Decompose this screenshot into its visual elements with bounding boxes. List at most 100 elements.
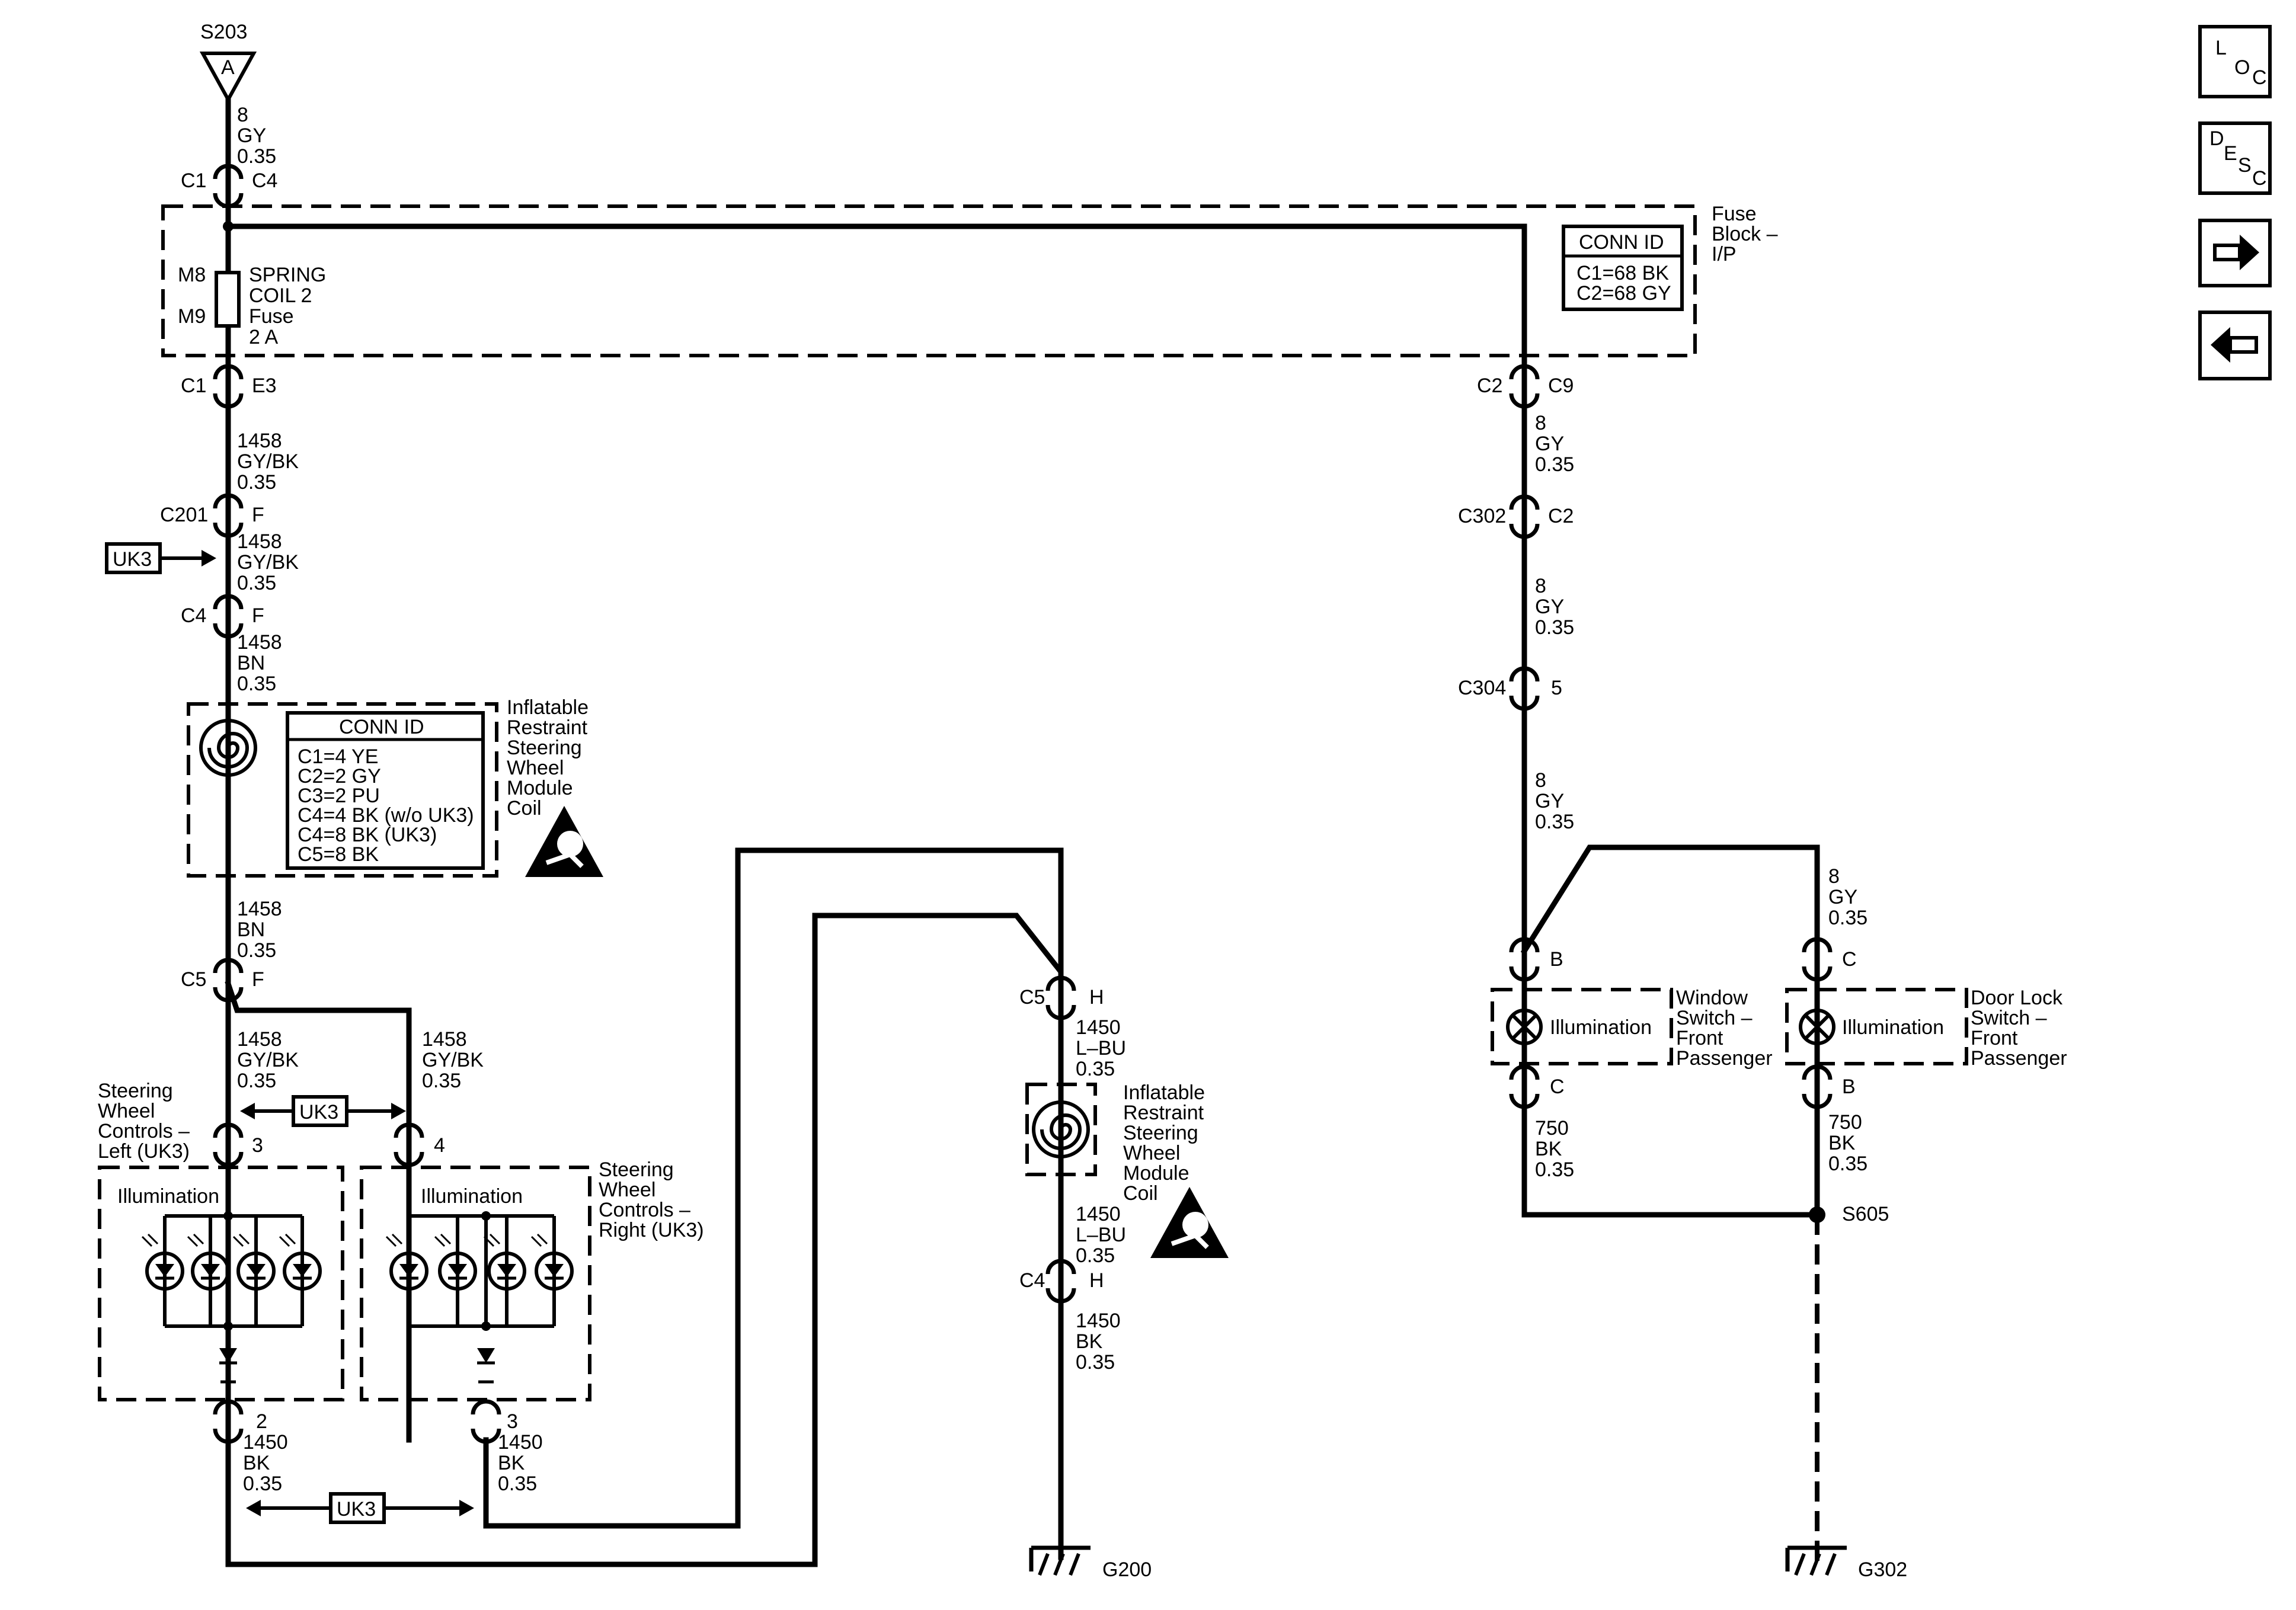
fuse-block-conn-id: CONN ID C1=68 BK C2=68 GY [1562, 225, 1684, 311]
svg-text:BN: BN [237, 652, 265, 674]
svg-text:C1=68 BK: C1=68 BK [1576, 262, 1669, 284]
svg-text:Inflatable: Inflatable [1123, 1081, 1205, 1104]
svg-text:GY: GY [1828, 886, 1857, 908]
wire-label-750-left: 750 BK 0.35 [1535, 1117, 1574, 1181]
led-icon [280, 1234, 320, 1289]
svg-text:C5: C5 [181, 968, 206, 991]
svg-text:F: F [252, 604, 264, 627]
svg-text:BK: BK [498, 1452, 525, 1474]
svg-text:8: 8 [1535, 412, 1546, 434]
svg-text:0.35: 0.35 [237, 572, 276, 594]
svg-text:8: 8 [237, 104, 248, 126]
svg-text:1450: 1450 [498, 1431, 543, 1454]
desc-button[interactable]: D E S C [2198, 121, 2272, 195]
svg-text:C4=4 BK (w/o UK3): C4=4 BK (w/o UK3) [298, 804, 474, 827]
svg-text:Switch –: Switch – [1971, 1007, 2047, 1029]
connector-c1-e3: C1 E3 [181, 366, 277, 406]
svg-text:8: 8 [1535, 575, 1546, 597]
svg-text:1450: 1450 [1076, 1310, 1121, 1332]
svg-text:1458: 1458 [237, 631, 282, 654]
svg-text:8: 8 [1828, 865, 1840, 888]
svg-text:COIL 2: COIL 2 [249, 284, 312, 307]
svg-text:F: F [252, 968, 264, 991]
svg-text:Controls –: Controls – [98, 1120, 190, 1142]
led-icon [142, 1234, 183, 1289]
svg-text:BK: BK [243, 1452, 270, 1474]
connector-c302: C302 C2 [1458, 497, 1574, 537]
svg-text:C4: C4 [252, 169, 277, 192]
svg-text:D: D [2209, 127, 2224, 150]
connector-c1-c4: C1 C4 [181, 166, 277, 206]
wire-label-1450-right: 1450 BK 0.35 [498, 1431, 543, 1495]
diode-icon [219, 1348, 237, 1363]
svg-text:0.35: 0.35 [237, 1070, 276, 1092]
svg-text:1450: 1450 [243, 1431, 288, 1454]
wire-label-8-d: 8 GY 0.35 [1828, 865, 1868, 929]
svg-text:0.35: 0.35 [237, 673, 276, 695]
svg-text:0.35: 0.35 [422, 1070, 461, 1092]
svg-text:C1: C1 [181, 375, 206, 397]
led-icon [435, 1234, 475, 1289]
wire-label-8-a: 8 GY 0.35 [1535, 412, 1574, 476]
svg-text:C: C [2252, 66, 2267, 89]
svg-text:Steering: Steering [98, 1080, 173, 1102]
svg-text:Switch –: Switch – [1676, 1007, 1753, 1029]
svg-text:BN: BN [237, 918, 265, 941]
svg-text:F: F [252, 504, 264, 526]
coil-conn-id: CONN ID C1=4 YE C2=2 GY C3=2 PU C4=4 BK … [286, 711, 485, 870]
svg-text:Door Lock: Door Lock [1971, 987, 2063, 1009]
svg-text:Module: Module [507, 777, 573, 799]
diode-icon [477, 1348, 495, 1363]
svg-text:CONN ID: CONN ID [339, 716, 424, 738]
svg-text:Coil: Coil [1123, 1182, 1158, 1205]
svg-text:Steering: Steering [1123, 1122, 1198, 1144]
svg-text:Illumination: Illumination [1550, 1016, 1652, 1039]
svg-text:0.35: 0.35 [243, 1473, 282, 1495]
svg-text:Fuse: Fuse [1712, 203, 1757, 225]
svg-text:0.35: 0.35 [1535, 616, 1574, 639]
svg-text:1458: 1458 [422, 1028, 467, 1051]
connector-c4-f: C4 F [181, 596, 264, 636]
led-icon [234, 1234, 274, 1289]
svg-text:0.35: 0.35 [237, 145, 276, 168]
wire-label-8-c: 8 GY 0.35 [1535, 769, 1574, 833]
wire-label-1450-lbu-b: 1450 L–BU 0.35 [1076, 1203, 1126, 1267]
svg-text:C5: C5 [1019, 986, 1045, 1009]
illumination-label: Illumination [421, 1185, 523, 1208]
wire-label-750-right: 750 BK 0.35 [1828, 1111, 1868, 1175]
svg-text:3: 3 [507, 1410, 518, 1433]
previous-button[interactable] [2198, 311, 2272, 380]
connector-c304: C304 5 [1458, 668, 1562, 709]
svg-text:Left (UK3): Left (UK3) [98, 1140, 190, 1163]
svg-text:Fuse: Fuse [249, 305, 294, 328]
led-icon [484, 1234, 525, 1289]
svg-text:GY: GY [1535, 790, 1564, 812]
swc-left: Steering Wheel Controls – Left (UK3) 3 I… [98, 1080, 344, 1442]
next-button[interactable] [2198, 219, 2272, 287]
svg-text:C: C [1842, 948, 1857, 971]
connector-c4-h: C4 H [1019, 1261, 1104, 1301]
loc-button[interactable]: L O C [2198, 25, 2272, 98]
svg-text:M8: M8 [178, 264, 206, 286]
svg-text:4: 4 [434, 1134, 445, 1157]
svg-text:Steering: Steering [507, 737, 582, 759]
led-icon [532, 1234, 572, 1289]
wire-label-1458-right: 1458 GY/BK 0.35 [422, 1028, 484, 1092]
svg-text:Inflatable: Inflatable [507, 696, 589, 719]
svg-text:C4: C4 [1019, 1269, 1045, 1292]
svg-text:0.35: 0.35 [1828, 907, 1868, 929]
airbag-warning-icon [1150, 1187, 1229, 1258]
svg-text:Restraint: Restraint [507, 716, 588, 739]
connector-c5-f: C5 F [181, 960, 264, 1000]
svg-text:GY: GY [1535, 433, 1564, 455]
svg-text:GY/BK: GY/BK [237, 450, 299, 473]
svg-text:0.35: 0.35 [1828, 1153, 1868, 1175]
svg-text:0.35: 0.35 [1535, 453, 1574, 476]
svg-text:Front: Front [1676, 1027, 1723, 1049]
arrow-left-icon [2211, 327, 2258, 363]
svg-text:C304: C304 [1458, 677, 1506, 699]
svg-text:C2: C2 [1477, 375, 1502, 397]
svg-text:8: 8 [1535, 769, 1546, 792]
svg-text:0.35: 0.35 [1076, 1058, 1115, 1080]
arrow-right-icon [2213, 235, 2259, 270]
